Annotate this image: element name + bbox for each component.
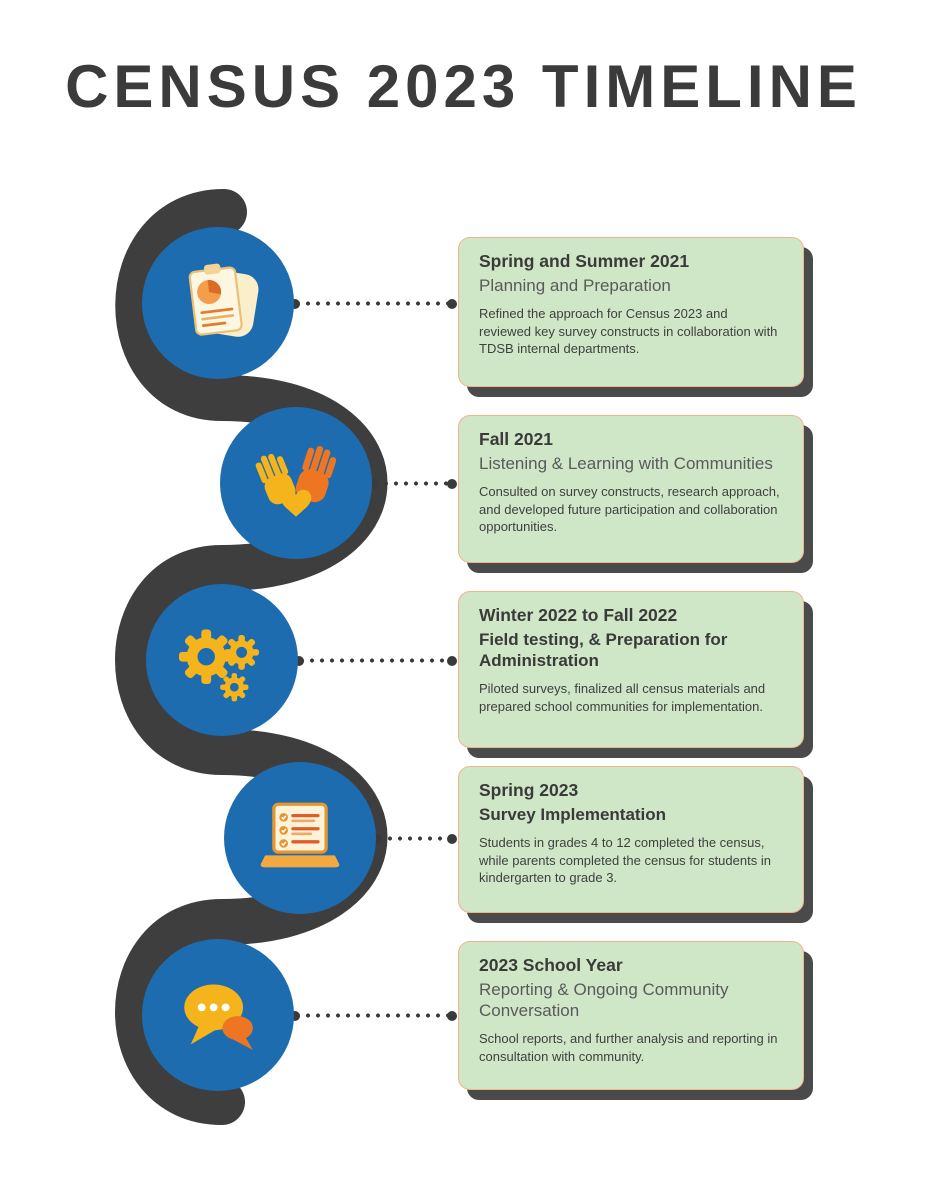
clipboard-pie-chart-icon: [188, 263, 259, 337]
timeline-card-5: 2023 School Year Reporting & Ongoing Com…: [458, 941, 804, 1090]
card-body-text: School reports, and further analysis and…: [479, 1031, 778, 1064]
card-body-text: Students in grades 4 to 12 completed the…: [479, 835, 771, 886]
card-date: Spring 2023: [479, 780, 579, 800]
timeline-snake-path: [115, 189, 388, 1125]
timeline-node-4: [224, 762, 376, 914]
card-date: 2023 School Year: [479, 955, 623, 975]
gears-icon: [178, 629, 260, 702]
timeline-node-3: [146, 584, 298, 736]
card-date: Spring and Summer 2021: [479, 251, 690, 271]
timeline-node-1: [142, 227, 294, 379]
connector-line-5: [290, 1010, 457, 1021]
card-heading: Reporting & Ongoing Community Conversati…: [479, 979, 729, 1021]
connector-line-4: [372, 833, 457, 844]
card-body-text: Piloted surveys, finalized all census ma…: [479, 681, 766, 714]
laptop-checklist-icon: [260, 802, 340, 868]
hands-heart-icon: [255, 446, 337, 517]
card-heading: Survey Implementation: [479, 804, 667, 824]
page-title: CENSUS 2023 TIMELINE: [65, 53, 862, 120]
timeline-card-3: Winter 2022 to Fall 2022 Field testing, …: [458, 591, 804, 748]
connector-line-1: [290, 298, 457, 309]
connector-line-3: [294, 655, 457, 666]
timeline-card-2: Fall 2021 Listening & Learning with Comm…: [458, 415, 804, 563]
connector-line-2: [368, 478, 457, 489]
card-date: Winter 2022 to Fall 2022: [479, 605, 678, 625]
card-heading: Field testing, & Preparation for Adminis…: [479, 629, 728, 671]
timeline-card-1: Spring and Summer 2021 Planning and Prep…: [458, 237, 804, 387]
card-date: Fall 2021: [479, 429, 553, 449]
card-body-text: Refined the approach for Census 2023 and…: [479, 306, 778, 357]
timeline-node-2: [220, 407, 372, 559]
timeline-card-4: Spring 2023 Survey Implementation Studen…: [458, 766, 804, 913]
timeline-node-5: [142, 939, 294, 1091]
card-body-text: Consulted on survey constructs, research…: [479, 484, 780, 535]
card-heading: Planning and Preparation: [479, 275, 671, 295]
speech-bubbles-icon: [184, 984, 253, 1050]
card-heading: Listening & Learning with Communities: [479, 453, 773, 473]
